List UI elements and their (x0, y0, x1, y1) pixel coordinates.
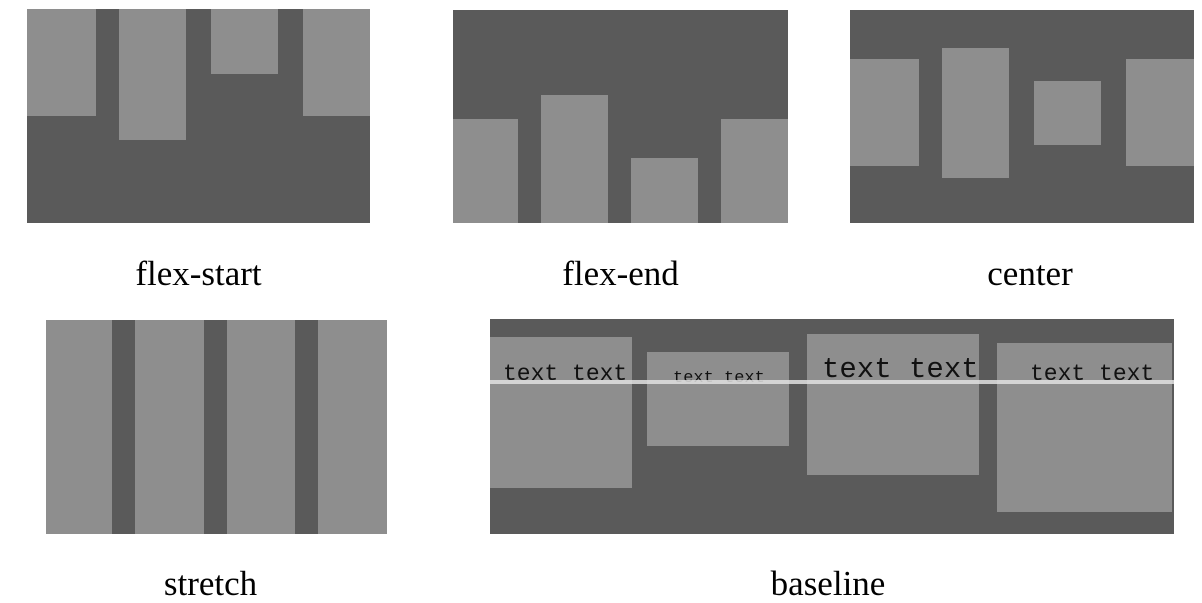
item-text: text text (503, 361, 628, 387)
flex-item (135, 320, 204, 534)
flex-start-container (27, 9, 370, 223)
flex-item (27, 9, 96, 116)
baseline-caption: baseline (770, 564, 886, 603)
item-text: text text (1030, 361, 1155, 387)
item-text: text text (673, 369, 765, 388)
flex-item (850, 59, 919, 166)
flex-item (1126, 59, 1194, 166)
center-container (850, 10, 1194, 223)
flex-item (647, 352, 789, 446)
center-caption: center (987, 254, 1073, 293)
flex-item (807, 334, 979, 475)
flex-item (211, 9, 278, 74)
flex-item (1034, 81, 1101, 145)
item-text: text text (822, 353, 979, 386)
flex-item (227, 320, 295, 534)
flex-item (303, 9, 370, 116)
flex-item (942, 48, 1009, 178)
flex-start-caption: flex-start (135, 254, 262, 293)
baseline-line (490, 380, 1174, 384)
flex-end-caption: flex-end (562, 254, 679, 293)
flex-item (997, 343, 1172, 512)
flex-end-container (453, 10, 788, 223)
flex-item (631, 158, 698, 223)
stretch-container (46, 320, 387, 534)
flex-item (721, 119, 788, 223)
flex-item (46, 320, 112, 534)
flex-item (318, 320, 387, 534)
baseline-container: text text text text text text text text (490, 319, 1174, 534)
flex-item (453, 119, 518, 223)
flex-item (119, 9, 186, 140)
flex-item (541, 95, 608, 223)
stretch-caption: stretch (163, 564, 258, 603)
flex-item (490, 337, 632, 488)
